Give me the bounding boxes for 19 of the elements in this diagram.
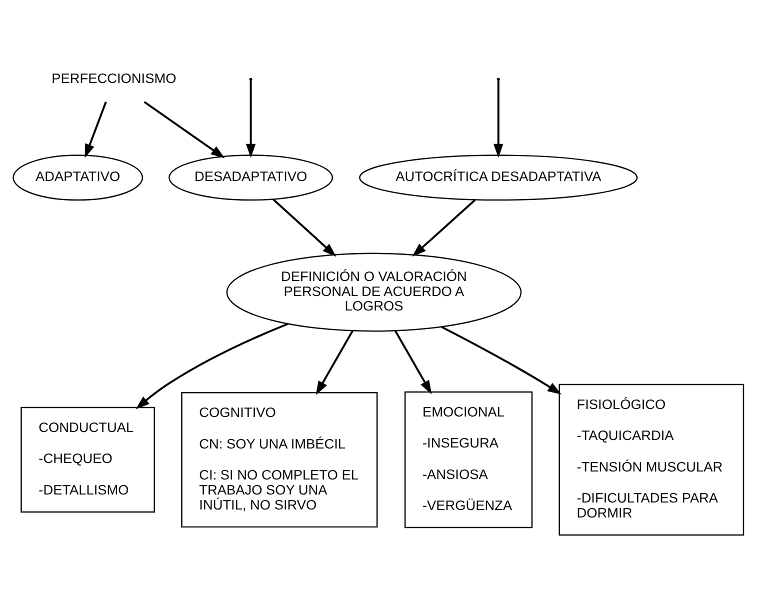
- node-box: EMOCIONAL -INSEGURA -ANSIOSA -VERGÜENZA: [404, 391, 533, 528]
- node-ellipse: DEFINICIÓN O VALORACIÓN PERSONAL DE ACUERDO A LOGROS: [226, 252, 522, 332]
- arrow: [394, 330, 432, 394]
- node-ellipse: DESADAPTATIVO: [168, 154, 334, 201]
- arrow: [494, 80, 504, 158]
- node-text: PERFECCIONISMO: [52, 70, 176, 86]
- node-ellipse: AUTOCRÍTICA DESADAPTATIVA: [359, 154, 638, 201]
- arrow: [144, 101, 225, 158]
- arrow: [246, 80, 256, 158]
- node-box: COGNITIVO CN: SOY UNA IMBÉCIL CI: SI NO COMPLETO EL TRABAJO SOY UNA INÚTIL, NO SIRVO: [181, 392, 378, 528]
- arrow: [412, 199, 476, 257]
- arrow: [272, 198, 336, 257]
- node-box: CONDUCTUAL -CHEQUEO -DETALLISMO: [20, 406, 155, 513]
- node-ellipse: ADAPTATIVO: [12, 154, 144, 201]
- arrow: [84, 102, 107, 158]
- arrow: [441, 326, 562, 394]
- node-box: FISIOLÓGICO -TAQUICARDIA -TENSIÓN MUSCULAR -DIFICULTADES PARA DORMIR: [558, 384, 744, 536]
- arrow: [136, 322, 289, 410]
- arrow: [316, 330, 354, 395]
